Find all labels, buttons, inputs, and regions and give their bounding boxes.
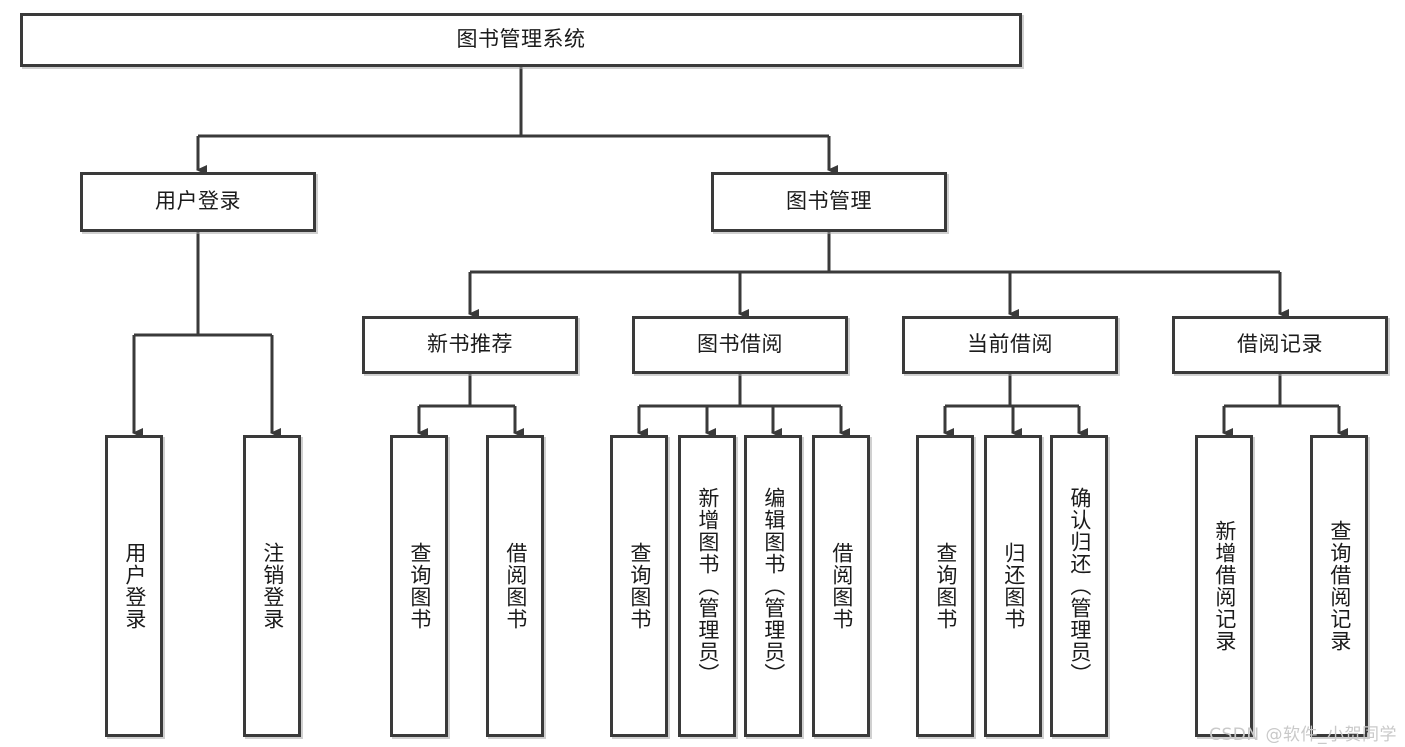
node-label: 借阅记录 (1237, 332, 1323, 357)
node-label: 新书推荐 (427, 332, 513, 357)
node-label: 当前借阅 (967, 332, 1053, 357)
node-leaf-return-book[interactable]: 归还图书 (984, 435, 1042, 737)
node-leaf-query-book-1[interactable]: 查询图书 (390, 435, 448, 737)
node-label: 新增图书（管理员） (695, 487, 720, 685)
node-leaf-query-book-2[interactable]: 查询图书 (610, 435, 668, 737)
node-current-borrow[interactable]: 当前借阅 (902, 316, 1118, 374)
node-borrow-record[interactable]: 借阅记录 (1172, 316, 1388, 374)
node-book-manage[interactable]: 图书管理 (711, 172, 947, 232)
node-leaf-confirm-return[interactable]: 确认归还（管理员） (1050, 435, 1108, 737)
node-label: 新增借阅记录 (1212, 520, 1237, 652)
node-new-book-recommend[interactable]: 新书推荐 (362, 316, 578, 374)
node-label: 查询图书 (627, 542, 652, 630)
node-label: 编辑图书（管理员） (761, 487, 786, 685)
csdn-watermark: CSDN @软件_小贺同学 (1209, 725, 1397, 745)
node-root[interactable]: 图书管理系统 (20, 13, 1022, 67)
node-leaf-borrow-book-2[interactable]: 借阅图书 (812, 435, 870, 737)
node-label: 确认归还（管理员） (1067, 487, 1092, 685)
node-label: 查询借阅记录 (1327, 520, 1352, 652)
node-leaf-borrow-book-1[interactable]: 借阅图书 (486, 435, 544, 737)
node-leaf-query-book-3[interactable]: 查询图书 (916, 435, 974, 737)
node-label: 查询图书 (407, 542, 432, 630)
node-leaf-add-book[interactable]: 新增图书（管理员） (678, 435, 736, 737)
node-label: 注销登录 (260, 542, 285, 630)
node-label: 图书管理 (786, 189, 872, 214)
node-leaf-add-record[interactable]: 新增借阅记录 (1195, 435, 1253, 737)
node-label: 查询图书 (933, 542, 958, 630)
node-label: 用户登录 (122, 542, 147, 630)
connector-group (132, 67, 1348, 438)
node-label: 借阅图书 (503, 542, 528, 630)
node-leaf-query-record[interactable]: 查询借阅记录 (1310, 435, 1368, 737)
node-leaf-edit-book[interactable]: 编辑图书（管理员） (744, 435, 802, 737)
node-book-borrow[interactable]: 图书借阅 (632, 316, 848, 374)
node-label: 图书管理系统 (456, 27, 586, 52)
node-label: 图书借阅 (697, 332, 783, 357)
node-label: 归还图书 (1001, 542, 1026, 630)
node-user-login[interactable]: 用户登录 (80, 172, 316, 232)
node-label: 借阅图书 (829, 542, 854, 630)
node-leaf-user-login[interactable]: 用户登录 (105, 435, 163, 737)
node-label: 用户登录 (155, 189, 241, 214)
node-leaf-user-logout[interactable]: 注销登录 (243, 435, 301, 737)
